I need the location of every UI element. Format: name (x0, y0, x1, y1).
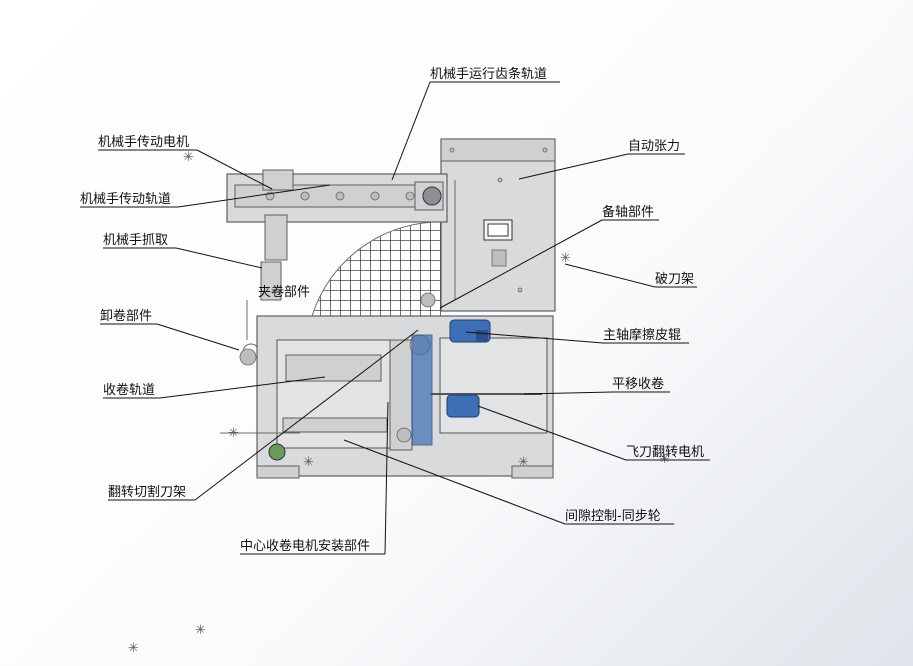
star-mark: ✳ (183, 150, 194, 165)
label-shift-wind: 平移收卷 (612, 376, 664, 392)
star-mark: ✳ (560, 251, 571, 266)
base-cabinet (239, 292, 554, 479)
label-robot-rail: 机械手传动轨道 (80, 192, 171, 207)
label-main-friction: 主轴摩擦皮辊 (603, 327, 681, 343)
label-wind-track: 收卷轨道 (103, 382, 155, 398)
label-auto-tension: 自动张力 (628, 139, 680, 154)
label-breaking-knife: 破刀架 (655, 272, 694, 287)
label-spare-shaft: 备轴部件 (602, 204, 654, 220)
label-robot-track: 机械手运行齿条轨道 (430, 66, 547, 82)
star-mark: ✳ (195, 623, 206, 638)
label-robot-grab: 机械手抓取 (103, 233, 168, 248)
star-mark: ✳ (303, 455, 314, 470)
label-gap-control: 间隙控制-同步轮 (565, 509, 661, 524)
label-fly-knife-motor: 飞刀翻转电机 (626, 445, 704, 460)
robot-rail-beam (226, 169, 448, 261)
label-robot-motor: 机械手传动电机 (98, 135, 189, 150)
label-unload-part: 卸卷部件 (100, 308, 152, 324)
star-mark: ✳ (128, 641, 139, 656)
star-mark: ✳ (518, 455, 529, 470)
upper-cabinet (440, 138, 556, 312)
motors (411, 319, 491, 446)
label-gripper-part: 夹卷部件 (258, 284, 310, 300)
label-center-motor: 中心收卷电机安装部件 (240, 538, 370, 554)
label-flip-cutter: 翻转切割刀架 (108, 484, 186, 500)
